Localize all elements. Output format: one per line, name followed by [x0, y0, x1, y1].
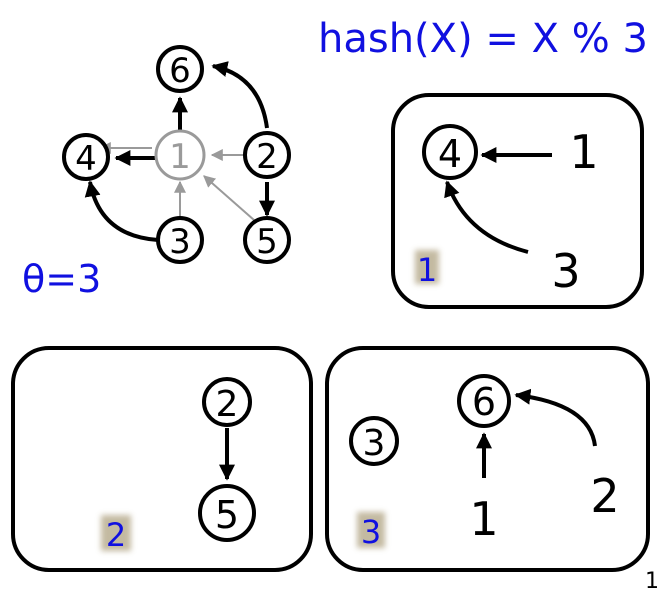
p1-edge-3-to-4	[444, 180, 529, 254]
p2-id-label: 2	[106, 516, 126, 554]
graph-node-5-label: 5	[256, 222, 278, 262]
graph-node-6: 6	[156, 45, 204, 93]
theta-label: θ=3	[22, 257, 101, 301]
p3-edge-2-to-6	[514, 388, 597, 447]
p3-node-6-label: 6	[472, 380, 496, 424]
p3-node-3: 3	[349, 416, 399, 466]
p2-node-2: 2	[202, 377, 252, 427]
p3-id-highlight	[357, 512, 385, 548]
graph-node-4: 4	[62, 133, 110, 181]
original-graph: 6 4 1 2 3 5	[62, 45, 291, 264]
graph-node-4-label: 4	[75, 139, 97, 179]
page-number: 1	[645, 569, 659, 590]
p2-id-highlight	[101, 515, 131, 551]
p1-id-label: 1	[417, 251, 437, 289]
edge-5-to-1	[203, 175, 255, 221]
partition-3: 3 6 1 2 3	[325, 346, 650, 572]
p3-node-6: 6	[457, 374, 511, 428]
graph-node-3: 3	[156, 216, 204, 264]
p1-source-1: 1	[569, 125, 598, 179]
partition-1: 4 1 3 1	[391, 93, 644, 309]
graph-node-6-label: 6	[169, 51, 191, 91]
p3-source-2: 2	[590, 469, 619, 523]
graph-node-2: 2	[243, 131, 291, 179]
p3-id-label: 3	[361, 513, 381, 551]
p2-node-5: 5	[198, 484, 256, 542]
graph-node-1: 1	[154, 129, 206, 181]
p1-node-4: 4	[422, 124, 478, 180]
p2-node-5-label: 5	[215, 493, 239, 537]
edge-3-to-4	[84, 180, 159, 242]
p1-source-3: 3	[551, 244, 580, 298]
p3-source-1: 1	[469, 492, 498, 546]
p1-node-4-label: 4	[438, 132, 462, 176]
edge-2-to-6	[211, 61, 269, 129]
graph-node-1-label: 1	[169, 137, 191, 177]
p1-id-highlight	[415, 250, 439, 284]
partition-2: 2 5 2	[11, 346, 313, 572]
p3-node-3-label: 3	[363, 423, 386, 464]
graph-node-5: 5	[243, 216, 291, 264]
p2-node-2-label: 2	[216, 384, 239, 425]
graph-node-3-label: 3	[169, 222, 191, 262]
hash-formula: hash(X) = X % 3	[318, 16, 648, 62]
graph-node-2-label: 2	[256, 137, 278, 177]
